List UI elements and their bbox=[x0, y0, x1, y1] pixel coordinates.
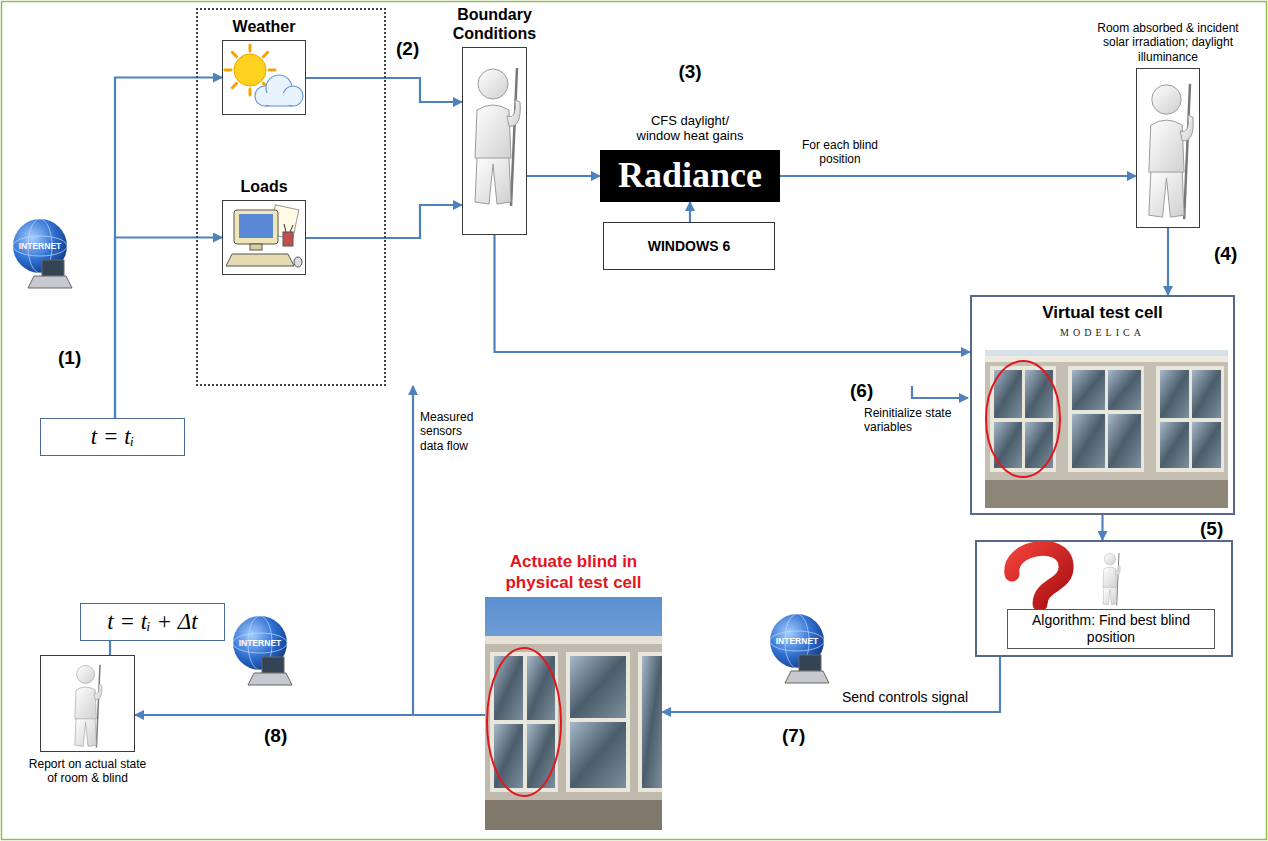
edge-label: For each blind position bbox=[790, 138, 890, 167]
loads-picture bbox=[226, 205, 302, 267]
software-box: WINDOWS 6 bbox=[603, 222, 775, 270]
box-heading: CFS daylight/ window heat gains bbox=[631, 113, 749, 144]
flow-arrow bbox=[306, 78, 462, 102]
flow-arrow bbox=[780, 175, 1136, 177]
callout-number: (7) bbox=[782, 726, 805, 746]
internet-label: INTERNET bbox=[776, 636, 819, 646]
internet-label: INTERNET bbox=[19, 241, 62, 251]
flow-arrow bbox=[689, 202, 691, 222]
callout-number: (1) bbox=[58, 348, 81, 368]
box-heading: Actuate blind in physical test cell bbox=[474, 552, 674, 593]
reinitialize-arrow bbox=[912, 386, 968, 398]
physical-cell-photo bbox=[485, 597, 662, 830]
time-box: t = tᵢ + Δt bbox=[80, 603, 225, 641]
edge-label: Measured sensors data flow bbox=[420, 410, 482, 453]
weather-box: Weather bbox=[222, 40, 306, 115]
input-group: (2)WeatherLoads bbox=[196, 8, 386, 386]
flow-arrow bbox=[1101, 515, 1103, 540]
callout-number: (3) bbox=[678, 62, 701, 82]
flow-arrow bbox=[1167, 228, 1169, 295]
edge-label: Send controls signal bbox=[842, 689, 968, 706]
time-box: t = tᵢ bbox=[40, 418, 185, 456]
physical-cell-box: Actuate blind in physical test cell bbox=[485, 597, 662, 830]
box-heading: Virtual test cell bbox=[972, 303, 1233, 323]
internet-icons bbox=[13, 219, 829, 685]
flow-arrow bbox=[306, 205, 462, 238]
logo-text: Radiance bbox=[618, 154, 762, 197]
virtual-cell-box: Virtual test cellMODELICA bbox=[970, 295, 1235, 515]
callout-number: (2) bbox=[396, 38, 419, 61]
weather-picture bbox=[225, 45, 303, 106]
box-heading: Boundary Conditions bbox=[439, 5, 551, 43]
callout-number: (5) bbox=[1200, 519, 1223, 539]
report-box: Report on actual state of room & blind bbox=[40, 655, 135, 752]
note-label: Reinitialize state variables bbox=[864, 406, 960, 435]
virtual-cell-photo bbox=[985, 350, 1228, 508]
box-caption: Report on actual state of room & blind bbox=[23, 757, 153, 786]
flow-arrow bbox=[662, 657, 1000, 712]
box-heading: Weather bbox=[233, 17, 296, 36]
loads-box: Loads bbox=[222, 200, 306, 275]
flow-arrow bbox=[109, 641, 111, 655]
box-heading: Loads bbox=[240, 177, 287, 196]
box-heading: Room absorbed & incident solar irradiati… bbox=[1091, 21, 1246, 64]
algorithm-box: Algorithm: Find best blind position bbox=[975, 540, 1233, 657]
flow-arrow bbox=[527, 175, 600, 177]
flow-arrow bbox=[413, 386, 485, 715]
callout-number: (6) bbox=[850, 381, 873, 401]
flow-arrow bbox=[115, 238, 222, 419]
logo-text: MODELICA bbox=[972, 327, 1233, 339]
flow-arrow bbox=[115, 78, 222, 419]
callout-number: (8) bbox=[264, 726, 287, 746]
box-text: WINDOWS 6 bbox=[648, 238, 730, 255]
box-text: Algorithm: Find best blind position bbox=[1007, 609, 1215, 649]
time-formula: t = tᵢ bbox=[91, 423, 134, 451]
actor-box: Boundary Conditions bbox=[462, 47, 527, 235]
result-box: Room absorbed & incident solar irradiati… bbox=[1136, 68, 1200, 228]
time-formula: t = tᵢ + Δt bbox=[107, 608, 197, 636]
question-mark bbox=[1012, 548, 1066, 604]
radiance-box: CFS daylight/ window heat gainsRadiance bbox=[600, 150, 780, 202]
internet-label: INTERNET bbox=[239, 638, 282, 648]
callout-number: (4) bbox=[1214, 244, 1237, 264]
